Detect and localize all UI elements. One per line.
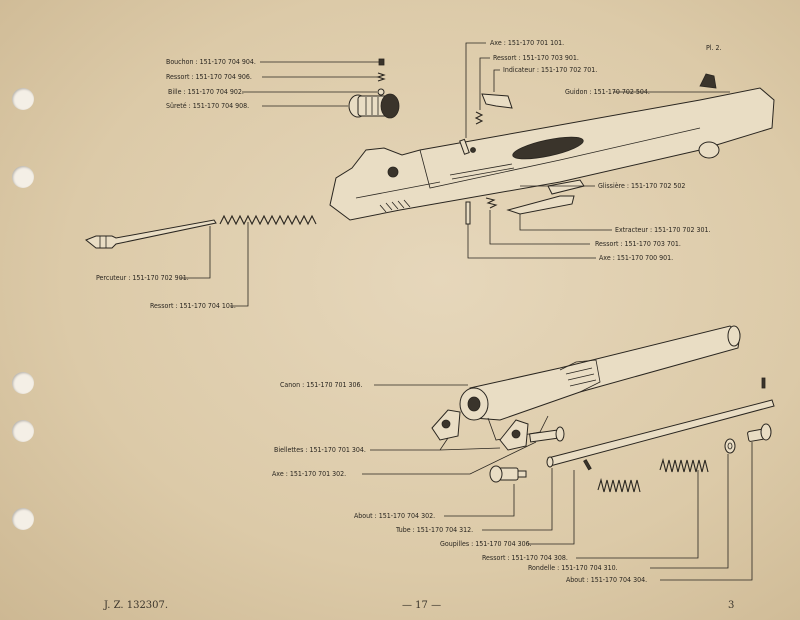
axe-pin-top xyxy=(459,138,470,155)
leader-tube xyxy=(482,468,553,531)
leader-ressort-top xyxy=(479,57,490,110)
axe-canon-part xyxy=(529,426,565,443)
about-2-part xyxy=(747,423,772,442)
footer-page-number: — 17 — xyxy=(402,600,442,611)
bouchon-part xyxy=(378,58,385,66)
leader-extracteur xyxy=(519,214,612,231)
rondelle-part xyxy=(724,438,736,454)
goupille-pin-1 xyxy=(761,377,766,389)
label-axe-top: Axe : 151-170 701 101. xyxy=(490,39,564,47)
binder-hole-4 xyxy=(12,420,34,442)
biellettes-part xyxy=(431,409,529,451)
leader-ressort-percuteur xyxy=(230,222,249,307)
label-ressort-top: Ressort : 151-170 703 901. xyxy=(493,54,579,62)
axe-extracteur-pin xyxy=(465,201,471,225)
label-biellettes: Biellettes : 151-170 701 304. xyxy=(274,446,366,454)
plate-number: Pl. 2. xyxy=(706,44,722,52)
label-bille: Bille : 151-170 704 902. xyxy=(168,88,244,96)
leader-ressort-extracteur xyxy=(489,210,590,245)
label-percuteur: Percuteur : 151-170 702 901. xyxy=(96,274,189,282)
binder-hole-3 xyxy=(12,372,34,394)
binder-hole-1 xyxy=(12,88,34,110)
label-ressort-percuteur: Ressort : 151-170 704 101. xyxy=(150,302,236,310)
ressort-extracteur-spring xyxy=(485,197,498,209)
leader-percuteur xyxy=(180,226,211,279)
leader-axe-top xyxy=(465,42,486,138)
label-rondelle: Rondelle : 151-170 704 310. xyxy=(528,564,618,572)
leader-rondelle xyxy=(650,454,729,569)
label-extracteur: Extracteur : 151-170 702 301. xyxy=(615,226,710,234)
label-axe-canon: Axe : 151-170 701 302. xyxy=(272,470,346,478)
label-about-1: About : 151-170 704 302. xyxy=(354,512,435,520)
label-guidon: Guidon : 151-170 702 504. xyxy=(565,88,650,96)
label-tube: Tube : 151-170 704 312. xyxy=(395,526,473,534)
leader-axe-extracteur xyxy=(467,224,596,259)
footer-reference: J. Z. 132307. xyxy=(104,600,169,611)
leader-ressort-tube xyxy=(576,470,699,559)
leader-biellettes xyxy=(370,437,501,451)
ressort-tube-spring-2 xyxy=(659,457,709,473)
label-ressort-extracteur: Ressort : 151-170 703 701. xyxy=(595,240,681,248)
label-axe-extracteur: Axe : 151-170 700 901. xyxy=(599,254,673,262)
binder-hole-5 xyxy=(12,508,34,530)
leader-indicateur xyxy=(493,69,500,92)
label-indicateur: Indicateur : 151-170 702 701. xyxy=(503,66,597,74)
ressort-top-spring xyxy=(474,111,484,125)
label-ressort-bouchon: Ressort : 151-170 704 906. xyxy=(166,73,252,81)
label-goupilles: Goupilles : 151-170 704 306. xyxy=(440,540,532,548)
ressort-percuteur-spring xyxy=(219,214,317,226)
label-bouchon: Bouchon : 151-170 704 904. xyxy=(166,58,256,66)
leader-goupilles xyxy=(528,470,575,545)
ressort-tube-spring-1 xyxy=(597,477,641,493)
indicateur-part xyxy=(481,93,513,109)
leader-axe-canon xyxy=(362,441,537,475)
canon-part xyxy=(459,325,741,441)
label-surete: Sûreté : 151-170 704 908. xyxy=(166,102,249,110)
goupille-pin-2 xyxy=(583,459,592,471)
leader-about-1 xyxy=(444,484,515,517)
extracteur-part xyxy=(506,195,575,215)
percuteur-part xyxy=(85,219,217,249)
tube-part xyxy=(546,399,775,468)
label-glissiere: Glissière : 151-170 702 502 xyxy=(598,182,685,190)
leader-about-2 xyxy=(660,442,753,581)
slide-part xyxy=(329,73,775,221)
about-1-part xyxy=(489,465,527,483)
surete-part xyxy=(348,93,400,119)
binder-hole-2 xyxy=(12,166,34,188)
label-canon: Canon : 151-170 701 306. xyxy=(280,381,363,389)
label-about-2: About : 151-170 704 304. xyxy=(566,576,647,584)
ressort-bouchon-spring xyxy=(376,72,386,82)
label-ressort-tube: Ressort : 151-170 704 308. xyxy=(482,554,568,562)
bille-part xyxy=(377,88,385,96)
footer-sheet-number: 3 xyxy=(728,600,735,611)
